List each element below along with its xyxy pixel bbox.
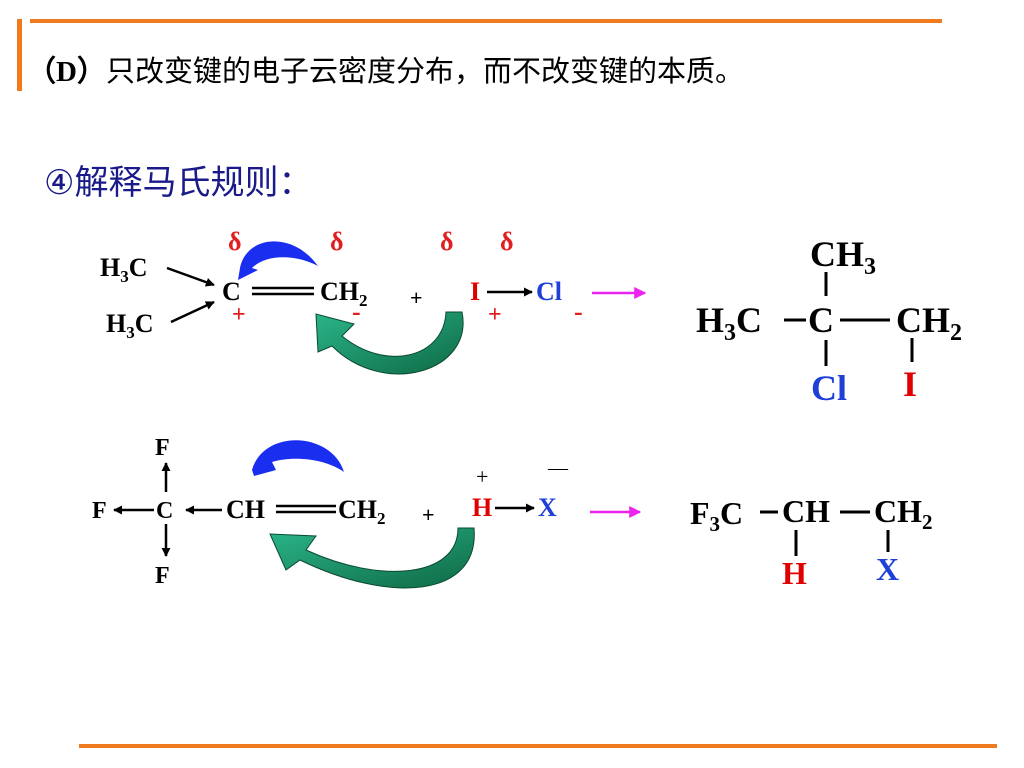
reaction-plus-sign-2: + — [422, 502, 435, 527]
fluorine-left: F — [92, 498, 107, 524]
chlorine-label: Cl — [536, 277, 562, 306]
reaction-1: δ δ δ δ H3C H3C C CH2 + - + I Cl + - CH3 — [100, 227, 962, 408]
left-orange-rule — [17, 19, 22, 91]
methyl-bottom-label: H3C — [106, 309, 154, 342]
electron-shift-arrow — [238, 241, 318, 280]
product-2-ch2: CH2 — [874, 493, 933, 534]
delta-cl-symbol: δ — [500, 227, 514, 256]
alkene-ch2-label-2: CH2 — [338, 495, 386, 528]
product-1-carbon: C — [808, 300, 834, 340]
halogen-x-label: X — [538, 493, 557, 522]
delta-ch2-symbol: δ — [330, 227, 344, 256]
product-1-ch3: CH3 — [810, 234, 876, 280]
fluorine-top: F — [155, 435, 170, 461]
product-2-ch: CH — [782, 493, 830, 529]
product-1-iodine: I — [903, 364, 917, 404]
alkene-ch-label: CH — [226, 495, 265, 524]
cf3-carbon: C — [156, 498, 173, 524]
plus-charge-i: + — [488, 302, 502, 328]
product-1-chlorine: Cl — [811, 368, 847, 408]
product-2-hydrogen: H — [782, 555, 807, 591]
plus-charge-h: + — [476, 464, 488, 489]
product-2-f3c: F3C — [690, 495, 743, 536]
top-orange-rule — [30, 19, 942, 23]
methyl-top-label: H3C — [100, 253, 148, 286]
minus-charge-ch2: - — [352, 297, 361, 326]
reaction-plus-sign: + — [410, 285, 423, 310]
point-d-marker: （D） — [27, 56, 106, 88]
product-1-ch2: CH2 — [896, 300, 962, 346]
reaction-2: F F C F CH CH2 + + — H X F3C CH CH2 H — [92, 435, 933, 591]
delta-i-symbol: δ — [440, 227, 454, 256]
minus-charge-cl: - — [574, 297, 583, 326]
nucleophile-attack-arrow — [315, 311, 464, 375]
product-2-halogen: X — [876, 551, 899, 587]
hydrogen-label: H — [472, 493, 492, 522]
minus-charge-x: — — [547, 457, 569, 479]
bottom-orange-rule — [79, 744, 997, 748]
product-1-h3c: H3C — [696, 300, 762, 346]
delta-c-symbol: δ — [228, 227, 242, 256]
section-title: ④解释马氏规则： — [44, 163, 313, 203]
inductive-arrow-top — [166, 266, 215, 287]
point-d-statement: （D）只改变键的电子云密度分布，而不改变键的本质。 — [27, 48, 744, 90]
iodine-label: I — [470, 277, 480, 306]
plus-charge-c: + — [232, 302, 246, 328]
fluorine-bottom: F — [155, 563, 170, 589]
point-d-text: 只改变键的电子云密度分布，而不改变键的本质。 — [105, 54, 744, 88]
electron-shift-arrow-2 — [252, 440, 344, 476]
alkene-carbon-label: C — [222, 277, 241, 306]
nucleophile-attack-arrow-2 — [269, 527, 475, 589]
inductive-arrow-bottom — [170, 300, 215, 324]
